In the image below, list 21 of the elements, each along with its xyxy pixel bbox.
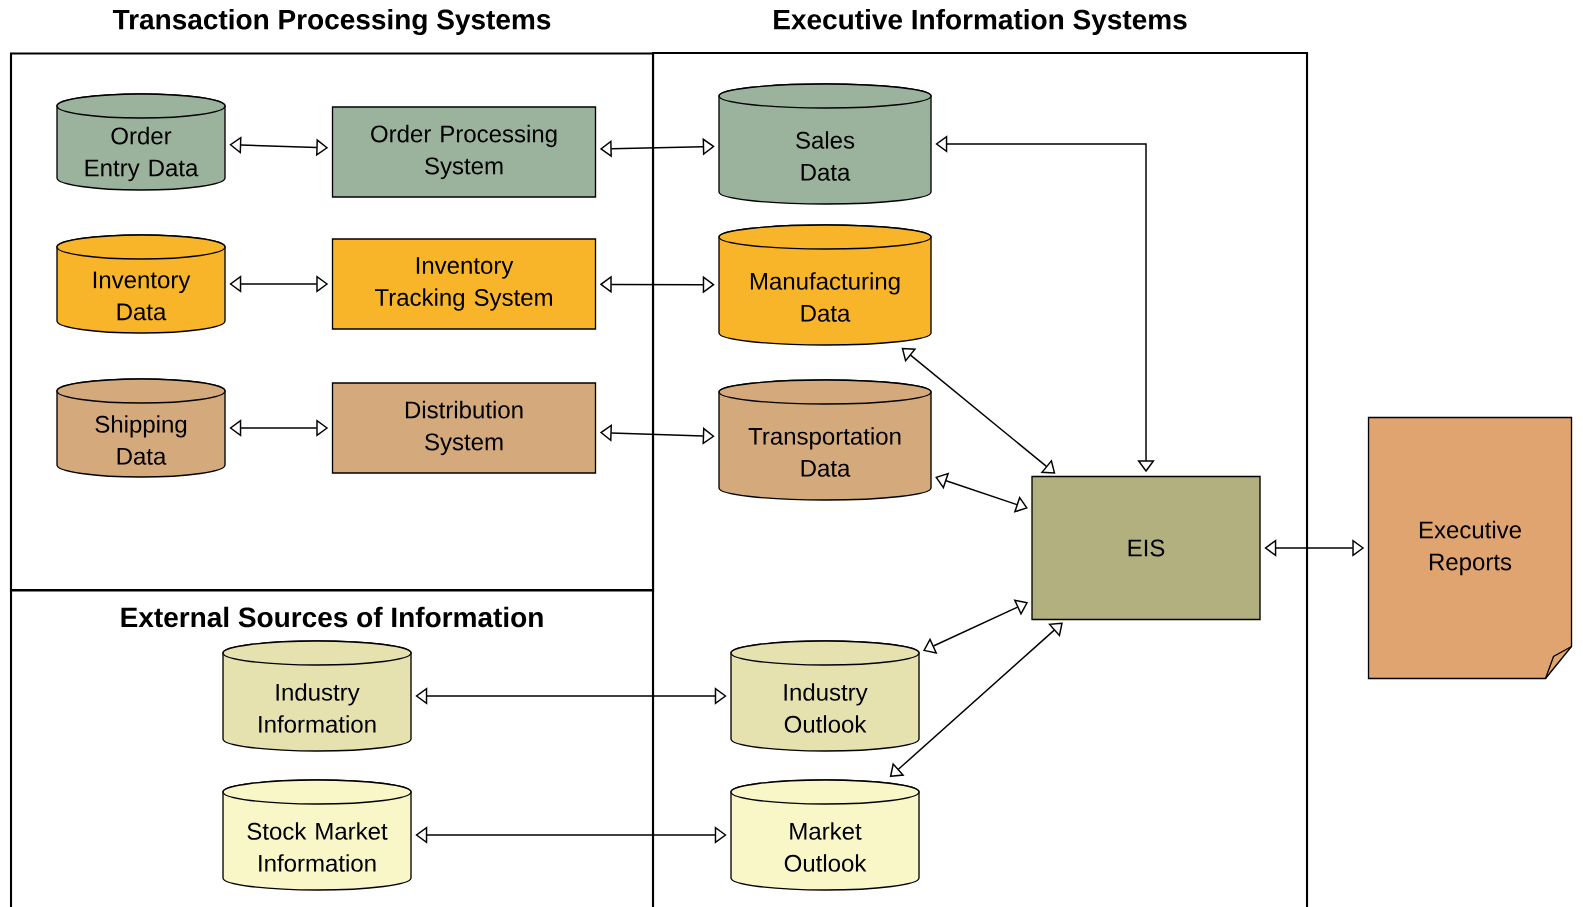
double-arrow <box>901 347 1056 474</box>
database-cylinder: Inventory Data <box>56 234 226 334</box>
process-box: Distribution System <box>331 382 597 474</box>
panel-heading: External Sources of Information <box>121 606 543 628</box>
process-box: EIS <box>1031 475 1261 621</box>
process-box: Order Processing System <box>331 106 597 198</box>
database-cylinder: Industry Outlook <box>730 640 920 752</box>
database-cylinder: Manufacturing Data <box>718 224 932 346</box>
database-cylinder: Shipping Data <box>56 378 226 478</box>
panel-heading: Executive Information Systems <box>774 8 1187 36</box>
double-arrow <box>935 472 1028 513</box>
process-box: Inventory Tracking System <box>331 238 597 330</box>
database-cylinder: Stock Market Information <box>222 779 412 891</box>
database-cylinder: Order Entry Data <box>56 93 226 191</box>
panel-heading: Transaction Processing Systems <box>112 8 551 36</box>
database-cylinder: Sales Data <box>718 83 932 205</box>
database-cylinder: Market Outlook <box>730 779 920 891</box>
database-cylinder: Transportation Data <box>718 379 932 501</box>
double-arrow <box>415 826 727 844</box>
database-cylinder: Industry Information <box>222 640 412 752</box>
double-arrow <box>415 687 727 705</box>
